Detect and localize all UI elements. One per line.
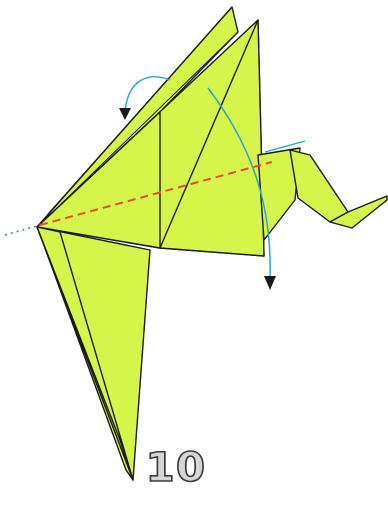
- paper-model: [37, 7, 387, 480]
- inner-layer-left: [37, 112, 160, 248]
- step-number: 10: [146, 448, 207, 488]
- swing-arrow-head: [264, 276, 276, 290]
- rotate-arrow-head: [119, 108, 131, 120]
- rotation-axis-line: [5, 225, 40, 235]
- neck: [290, 150, 348, 222]
